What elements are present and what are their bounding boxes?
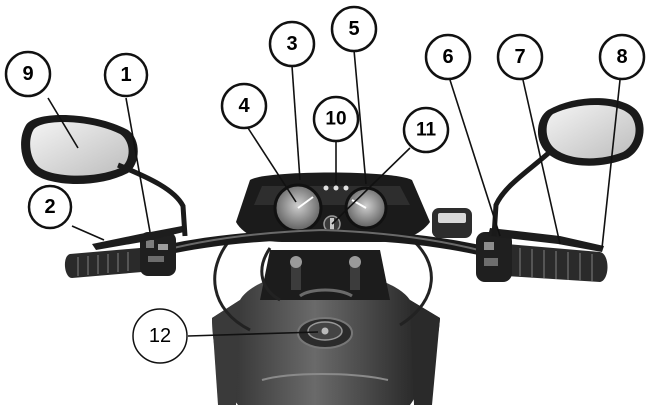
right-mirror xyxy=(491,98,644,237)
callout-circle xyxy=(330,5,378,53)
speedometer-dial xyxy=(273,183,323,233)
front-brake-lever xyxy=(488,228,604,252)
leader-line-6 xyxy=(449,79,501,237)
callout-number: 10 xyxy=(325,109,346,130)
leader-line-7 xyxy=(522,79,561,245)
callout-circle xyxy=(4,50,52,98)
callout-9: 9 xyxy=(4,50,52,98)
right-switch-housing xyxy=(476,232,512,282)
leader-line-9 xyxy=(47,97,79,149)
callout-number: 3 xyxy=(286,33,297,55)
callout-circle xyxy=(132,308,188,364)
callout-number: 9 xyxy=(22,63,33,85)
callout-6: 6 xyxy=(424,33,472,81)
callout-number: 4 xyxy=(238,95,250,117)
indicator-lights xyxy=(323,185,349,191)
callout-1: 1 xyxy=(103,52,149,98)
callout-circle xyxy=(103,52,149,98)
callout-3: 3 xyxy=(268,20,316,68)
steering-stem xyxy=(260,250,390,300)
callout-circle xyxy=(268,20,316,68)
callout-number: 7 xyxy=(514,46,525,68)
callout-number: 2 xyxy=(44,196,55,218)
instrument-cluster xyxy=(236,172,430,242)
leader-line-5 xyxy=(353,49,367,185)
callout-circle xyxy=(402,106,450,154)
left-grip xyxy=(64,248,142,278)
tachometer-dial xyxy=(344,186,388,230)
callout-12: 12 xyxy=(132,308,188,364)
leader-line-4 xyxy=(247,127,297,203)
fuel-cap xyxy=(297,317,353,349)
leader-line-2 xyxy=(71,225,105,241)
callout-11: 11 xyxy=(402,106,450,154)
leader-line-1 xyxy=(125,97,151,233)
callout-number: 8 xyxy=(616,46,627,68)
callout-5: 5 xyxy=(330,5,378,53)
leader-line-8 xyxy=(601,79,621,249)
callout-circle xyxy=(27,184,73,230)
callout-circle xyxy=(598,33,646,81)
brake-reservoir xyxy=(432,208,472,238)
right-grip xyxy=(506,244,608,282)
callout-number: 1 xyxy=(120,64,131,86)
leader-line-12 xyxy=(187,331,319,337)
leader-lines xyxy=(47,49,621,337)
left-mirror xyxy=(21,114,188,237)
callout-number: 5 xyxy=(348,18,359,40)
callout-circle xyxy=(312,95,360,143)
callout-number: 12 xyxy=(149,325,171,347)
left-switch-housing xyxy=(140,232,176,276)
leader-line-3 xyxy=(291,65,301,181)
cables xyxy=(213,236,433,332)
callout-10: 10 xyxy=(312,95,360,143)
callout-4: 4 xyxy=(220,82,268,130)
callout-7: 7 xyxy=(496,33,544,81)
callout-8: 8 xyxy=(598,33,646,81)
clutch-lever xyxy=(92,226,184,250)
callout-2: 2 xyxy=(27,184,73,230)
leader-line-11 xyxy=(331,147,411,225)
callout-number: 11 xyxy=(416,120,437,141)
callout-circle xyxy=(424,33,472,81)
callout-circle xyxy=(496,33,544,81)
callout-number: 6 xyxy=(442,46,453,68)
callout-circle xyxy=(220,82,268,130)
